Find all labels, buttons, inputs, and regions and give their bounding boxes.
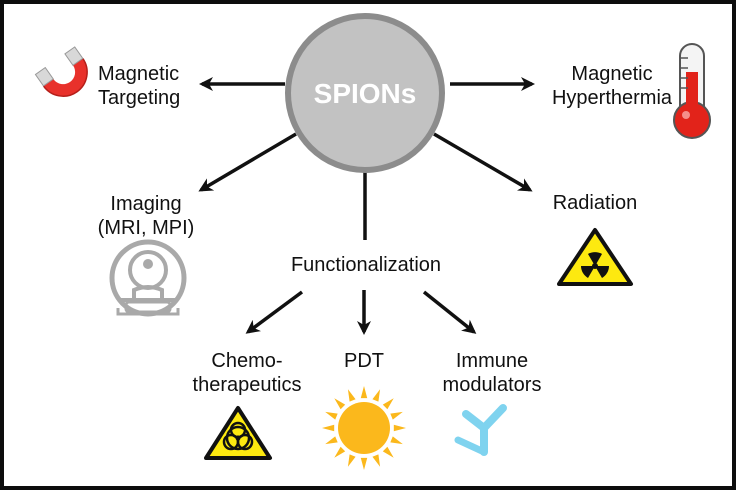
arrow-to-radiation [433, 132, 533, 192]
targeting-line2: Targeting [98, 87, 181, 109]
sun-ray [382, 446, 394, 458]
spions-node: SPIONs [285, 13, 445, 173]
immune-label: Immune modulators [432, 349, 552, 397]
sun-ray [347, 389, 356, 402]
immune-line2: modulators [442, 374, 542, 396]
sun-ray [390, 436, 403, 445]
sun-ray [390, 411, 403, 420]
sun-ray [372, 454, 381, 467]
sun-ray [393, 424, 406, 432]
arrow-to-chemo [245, 290, 304, 334]
radiation-label: Radiation [552, 192, 638, 214]
functionalization-label: Functionalization [290, 254, 442, 276]
magnet-icon [34, 46, 88, 97]
targeting-label: Magnetic Targeting [98, 62, 180, 110]
hyperthermia-line1: Magnetic [571, 63, 653, 85]
imaging-label: Imaging (MRI, MPI) [84, 192, 208, 240]
sun-ray [334, 398, 346, 410]
immune-line1: Immune [455, 350, 529, 372]
sun-ray [325, 411, 338, 420]
biohazard-warning-icon [204, 406, 272, 460]
chemo-line1: Chemo- [211, 350, 283, 372]
sun-ray [347, 454, 356, 467]
arrow-to-imaging [198, 132, 297, 192]
thermometer-icon [673, 43, 711, 139]
antibody-icon [454, 404, 507, 456]
targeting-line1: Magnetic [98, 63, 180, 85]
arrow-to-immune [422, 290, 477, 334]
chemo-label: Chemo- therapeutics [182, 349, 312, 397]
mri-scanner-icon [109, 239, 187, 317]
hyperthermia-line2: Hyperthermia [551, 87, 673, 109]
sun-ray [372, 389, 381, 402]
arrows [198, 77, 535, 335]
sun-ray [334, 446, 346, 458]
spions-circle [285, 13, 445, 173]
imaging-line1: Imaging [110, 193, 182, 215]
pdt-label: PDT [344, 350, 384, 372]
sun-ray [322, 424, 335, 432]
hyperthermia-label: Magnetic Hyperthermia [542, 62, 682, 110]
imaging-line2: (MRI, MPI) [97, 217, 195, 239]
sun-ray [360, 457, 368, 470]
sun-icon [322, 386, 406, 470]
sun-ray [325, 436, 338, 445]
radiation-warning-icon [557, 228, 633, 286]
chemo-line2: therapeutics [192, 374, 302, 396]
sun-ray [360, 386, 368, 399]
spions-label: SPIONs [314, 78, 417, 109]
sun-ray [382, 398, 394, 410]
